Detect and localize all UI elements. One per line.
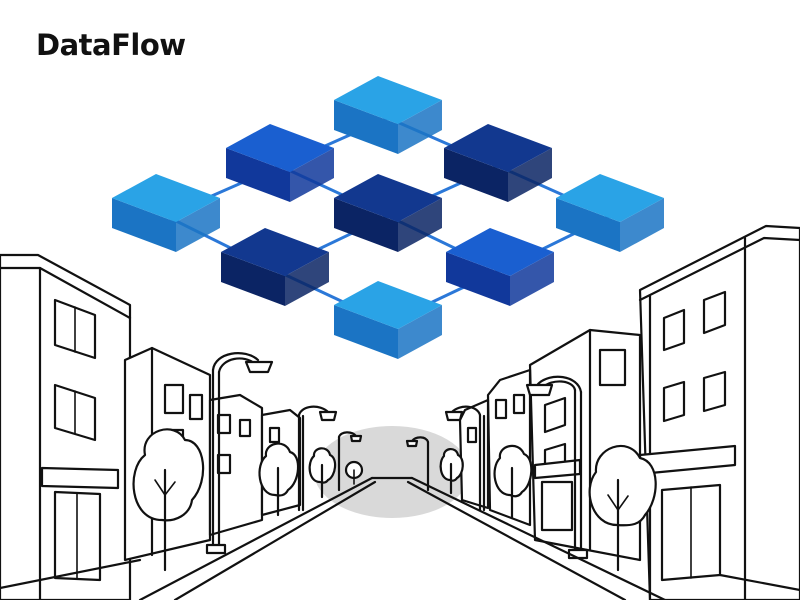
- network-block-upper-left: [226, 124, 334, 202]
- network-block-center: [334, 174, 442, 252]
- block-top-face: [334, 174, 442, 222]
- building-icon: [0, 253, 132, 600]
- building-icon: [638, 224, 800, 600]
- block-side-face: [398, 100, 442, 154]
- street-lamp-icon: [444, 405, 486, 512]
- street-lamp-icon: [337, 431, 363, 492]
- tree-icon: [308, 447, 337, 499]
- block-side-face: [446, 252, 510, 306]
- block-top-face: [112, 174, 220, 222]
- block-top-face: [334, 281, 442, 329]
- tree-icon: [439, 448, 464, 495]
- tree-icon: [493, 444, 533, 520]
- block-side-face: [398, 305, 442, 359]
- block-top-face: [444, 124, 552, 172]
- street-lamp-icon: [297, 405, 338, 512]
- block-side-face: [334, 305, 398, 359]
- block-side-face: [221, 252, 285, 306]
- block-side-face: [556, 198, 620, 252]
- block-top-face: [556, 174, 664, 222]
- block-side-face: [334, 198, 398, 252]
- block-side-face: [508, 148, 552, 202]
- block-side-face: [285, 252, 329, 306]
- tree-icon: [132, 428, 205, 572]
- tree-icon: [344, 460, 364, 485]
- network-block-top: [334, 76, 442, 154]
- block-top-face: [221, 228, 329, 276]
- road-icon: [0, 476, 800, 600]
- network-block-lower-left: [221, 228, 329, 306]
- network-block-lower-right: [446, 228, 554, 306]
- block-side-face: [510, 252, 554, 306]
- block-side-face: [334, 100, 398, 154]
- block-side-face: [444, 148, 508, 202]
- block-side-face: [226, 148, 290, 202]
- tree-icon: [588, 444, 657, 572]
- brand-logo: DataFlow: [36, 28, 186, 62]
- block-side-face: [620, 198, 664, 252]
- street-lamp-icon: [405, 436, 430, 492]
- block-side-face: [290, 148, 334, 202]
- network-block-right: [556, 174, 664, 252]
- network-block-left: [112, 174, 220, 252]
- block-side-face: [112, 198, 176, 252]
- block-side-face: [176, 198, 220, 252]
- street-lamp-icon: [525, 375, 589, 560]
- block-top-face: [226, 124, 334, 172]
- tree-icon: [258, 442, 300, 517]
- block-top-face: [334, 76, 442, 124]
- network-block-bottom: [334, 281, 442, 359]
- block-top-face: [446, 228, 554, 276]
- block-side-face: [398, 198, 442, 252]
- street-lamp-icon: [205, 352, 274, 555]
- network-blocks: [112, 76, 664, 359]
- network-block-upper-right: [444, 124, 552, 202]
